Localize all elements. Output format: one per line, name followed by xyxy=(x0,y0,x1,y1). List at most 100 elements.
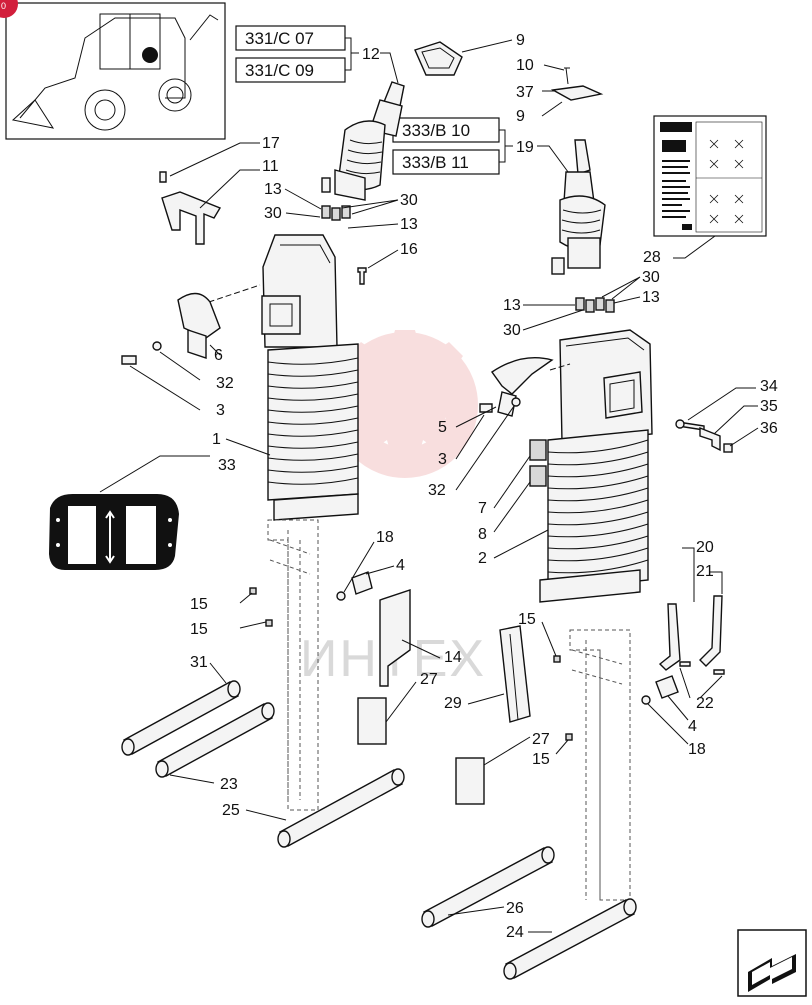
svg-text:14: 14 xyxy=(444,649,462,666)
svg-text:11: 11 xyxy=(262,158,279,175)
right-console-boot xyxy=(539,329,653,603)
svg-text:4: 4 xyxy=(688,718,697,735)
svg-text:10: 10 xyxy=(516,57,534,74)
svg-text:18: 18 xyxy=(376,529,394,546)
machine-thumbnail xyxy=(5,2,226,140)
pin-16 xyxy=(357,267,367,285)
svg-text:35: 35 xyxy=(760,398,778,415)
svg-text:9: 9 xyxy=(516,108,525,125)
badge-icon: 0 xyxy=(0,0,18,18)
svg-text:13: 13 xyxy=(264,181,282,198)
tube-31 xyxy=(121,680,241,756)
lever-20 xyxy=(658,603,681,671)
washer-32-left xyxy=(152,341,162,351)
svg-text:23: 23 xyxy=(220,776,238,793)
svg-text:31: 31 xyxy=(190,654,208,671)
svg-text:25: 25 xyxy=(222,802,240,819)
reference-box-331-c-07[interactable]: 331/C 07 xyxy=(235,25,346,51)
reference-box-333-b-10[interactable]: 333/B 10 xyxy=(392,117,500,143)
svg-text:0: 0 xyxy=(1,1,6,11)
left-frame-ghost xyxy=(267,519,319,811)
svg-text:13: 13 xyxy=(642,289,660,306)
svg-text:2: 2 xyxy=(478,550,487,567)
svg-text:36: 36 xyxy=(760,420,778,437)
screw-15-right-b xyxy=(565,733,573,741)
svg-text:22: 22 xyxy=(696,695,714,712)
connector-13-30-right xyxy=(575,297,615,313)
right-joystick xyxy=(551,139,606,275)
tube-26 xyxy=(421,846,555,928)
svg-text:333/B 11: 333/B 11 xyxy=(402,153,469,172)
svg-text:331/C 09: 331/C 09 xyxy=(245,61,314,80)
svg-text:21: 21 xyxy=(696,563,714,580)
pad-27-left xyxy=(357,697,387,745)
svg-text:9: 9 xyxy=(516,32,525,49)
svg-text:17: 17 xyxy=(262,135,280,152)
svg-text:12: 12 xyxy=(362,46,380,63)
svg-text:7: 7 xyxy=(478,500,487,517)
washer-32-right xyxy=(511,397,521,407)
cover-5 xyxy=(491,357,554,417)
svg-text:333/B 10: 333/B 10 xyxy=(402,121,470,140)
svg-text:15: 15 xyxy=(532,751,550,768)
svg-text:27: 27 xyxy=(532,731,550,748)
svg-text:1: 1 xyxy=(212,431,221,448)
left-console-boot xyxy=(261,234,359,521)
bracket-11 xyxy=(161,191,222,245)
svg-text:37: 37 xyxy=(516,84,534,101)
svg-text:15: 15 xyxy=(190,621,208,638)
screw-22 xyxy=(679,661,725,675)
strip-29 xyxy=(499,625,531,723)
svg-text:16: 16 xyxy=(400,241,418,258)
svg-text:20: 20 xyxy=(696,539,714,556)
bracket-35 xyxy=(699,426,721,452)
lever-21 xyxy=(699,595,723,667)
svg-text:26: 26 xyxy=(506,900,524,917)
tube-24 xyxy=(503,898,637,980)
svg-text:13: 13 xyxy=(503,297,521,314)
backhoe-loader-icon xyxy=(11,13,219,131)
tube-23 xyxy=(155,702,275,778)
svg-text:4: 4 xyxy=(396,557,405,574)
reference-box-331-c-09[interactable]: 331/C 09 xyxy=(235,57,346,83)
svg-text:28: 28 xyxy=(643,249,661,266)
cover-6 xyxy=(177,292,221,359)
svg-text:29: 29 xyxy=(444,695,462,712)
svg-text:6: 6 xyxy=(214,347,223,364)
pad-27-right xyxy=(455,757,485,805)
connector-13-30-left xyxy=(321,205,351,221)
svg-text:30: 30 xyxy=(264,205,282,222)
reference-box-333-b-11[interactable]: 333/B 11 xyxy=(392,149,500,175)
svg-text:30: 30 xyxy=(642,269,660,286)
svg-text:8: 8 xyxy=(478,526,487,543)
svg-text:3: 3 xyxy=(438,451,447,468)
plate-37 xyxy=(550,85,604,101)
rubber-mount-4-right xyxy=(641,675,679,705)
gasket-33 xyxy=(49,493,179,570)
switch-7 xyxy=(529,439,547,461)
svg-text:24: 24 xyxy=(506,924,524,941)
svg-text:34: 34 xyxy=(760,378,778,395)
svg-text:19: 19 xyxy=(516,139,534,156)
knob-3-right xyxy=(479,403,493,413)
clip-17 xyxy=(159,171,167,183)
screw-15-left-b xyxy=(265,619,273,627)
svg-text:32: 32 xyxy=(428,482,446,499)
svg-text:33: 33 xyxy=(218,457,236,474)
rubber-mount-4-left xyxy=(336,571,373,601)
screw-10 xyxy=(564,67,570,85)
svg-text:15: 15 xyxy=(190,596,208,613)
svg-text:5: 5 xyxy=(438,419,447,436)
svg-text:30: 30 xyxy=(503,322,521,339)
svg-text:32: 32 xyxy=(216,375,234,392)
next-page-arrow-icon[interactable] xyxy=(737,929,807,997)
joystick-pattern-decal-icon xyxy=(653,115,767,237)
gasket-9 xyxy=(414,41,463,76)
left-joystick xyxy=(321,81,405,201)
svg-text:15: 15 xyxy=(518,611,536,628)
screw-15-right-a xyxy=(553,655,561,663)
screw-15-left-a xyxy=(249,587,257,595)
nut-36 xyxy=(723,443,733,453)
